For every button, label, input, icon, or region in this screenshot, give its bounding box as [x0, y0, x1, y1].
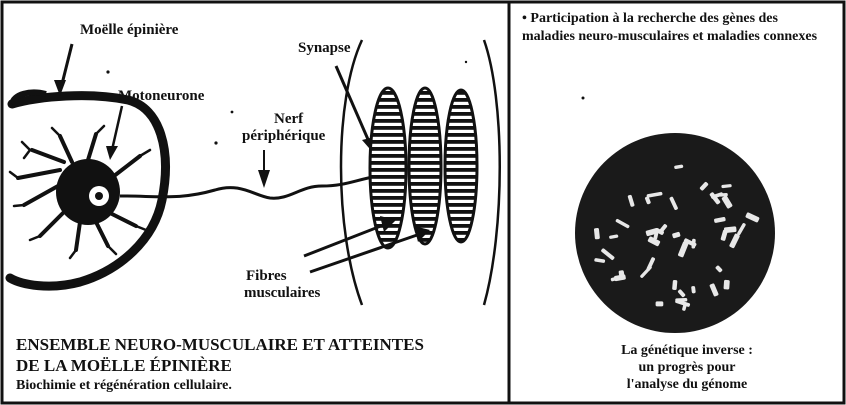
motoneurone-pointer: [112, 106, 122, 150]
bullet-icon: •: [522, 11, 527, 26]
moelle-pointer: [62, 44, 72, 84]
right-caption-line3: l'analyse du génome: [562, 376, 812, 393]
left-caption-title-line2: DE LA MOËLLE ÉPINIÈRE: [16, 355, 496, 376]
right-caption-line1: La génétique inverse :: [562, 342, 812, 359]
chromosome: [719, 193, 728, 197]
right-note: • Participation à la recherche des gènes…: [522, 10, 832, 46]
chromosome-dish: [575, 133, 775, 333]
right-note-text: Participation à la recherche des gènes d…: [522, 11, 817, 44]
chromosome: [723, 280, 729, 290]
chromosome: [672, 280, 677, 290]
motoneuron-cell: [10, 126, 150, 258]
motoneurone-arrowhead: [106, 146, 118, 160]
label-synapse: Synapse: [298, 40, 351, 57]
label-moelle-epiniere: Moëlle épinière: [80, 22, 178, 39]
left-caption-subtitle: Biochimie et régénération cellulaire.: [16, 378, 232, 394]
label-fibres: Fibres: [246, 268, 287, 285]
label-motoneurone: Motoneurone: [118, 88, 204, 105]
muscle-fibre-3: [445, 90, 477, 242]
right-caption: La génétique inverse : un progrès pour l…: [562, 342, 812, 393]
fibres-pointer-2: [310, 234, 420, 272]
label-peripherique: périphérique: [242, 128, 325, 145]
nerf-arrowhead: [258, 170, 270, 188]
muscle-fibre-2: [409, 88, 441, 244]
left-caption-title: ENSEMBLE NEURO-MUSCULAIRE ET ATTEINTES D…: [16, 334, 496, 376]
label-nerf: Nerf: [274, 111, 303, 128]
label-musculaires: musculaires: [244, 285, 320, 302]
muscle-sheath-right: [484, 40, 500, 305]
left-caption-title-line1: ENSEMBLE NEURO-MUSCULAIRE ET ATTEINTES: [16, 334, 496, 355]
muscle-sheath-left: [341, 40, 362, 305]
chromosome: [656, 301, 664, 306]
right-caption-line2: un progrès pour: [562, 359, 812, 376]
